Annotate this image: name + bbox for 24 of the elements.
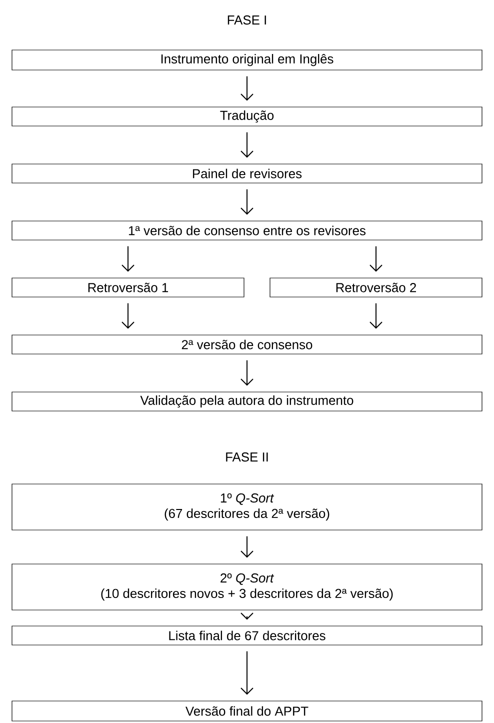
process-box: 2º Q-Sort (10 descritores novos + 3 descritores da 2ª versão): [12, 564, 482, 610]
phase-heading: FASE I: [228, 15, 266, 25]
process-box: Lista final de 67 descritores: [12, 626, 482, 646]
arrow: [240, 650, 254, 695]
phase-heading: FASE II: [226, 452, 268, 462]
process-box: Instrumento original em Inglês: [12, 50, 482, 70]
process-box: Validação pela autora do instrumento: [12, 392, 482, 412]
process-box: Retroversão 1: [12, 278, 244, 298]
arrow: [122, 246, 134, 272]
arrow: [240, 76, 254, 101]
process-box: Versão final do APPT: [12, 700, 482, 722]
arrow: [240, 360, 254, 386]
process-box: Tradução: [12, 106, 482, 126]
process-box: 1ª versão de consenso entre os revisores: [12, 220, 482, 240]
arrow: [240, 132, 254, 158]
arrow: [370, 302, 382, 329]
arrow: [240, 188, 254, 215]
process-box: Painel de revisores: [12, 164, 482, 184]
process-box: 1º Q-Sort (67 descritores da 2ª versão): [12, 484, 482, 530]
arrow: [122, 302, 134, 329]
process-box: 2ª versão de consenso: [12, 334, 482, 354]
arrow: [370, 246, 382, 272]
process-box: Retroversão 2: [270, 278, 482, 298]
arrow: [240, 536, 254, 558]
